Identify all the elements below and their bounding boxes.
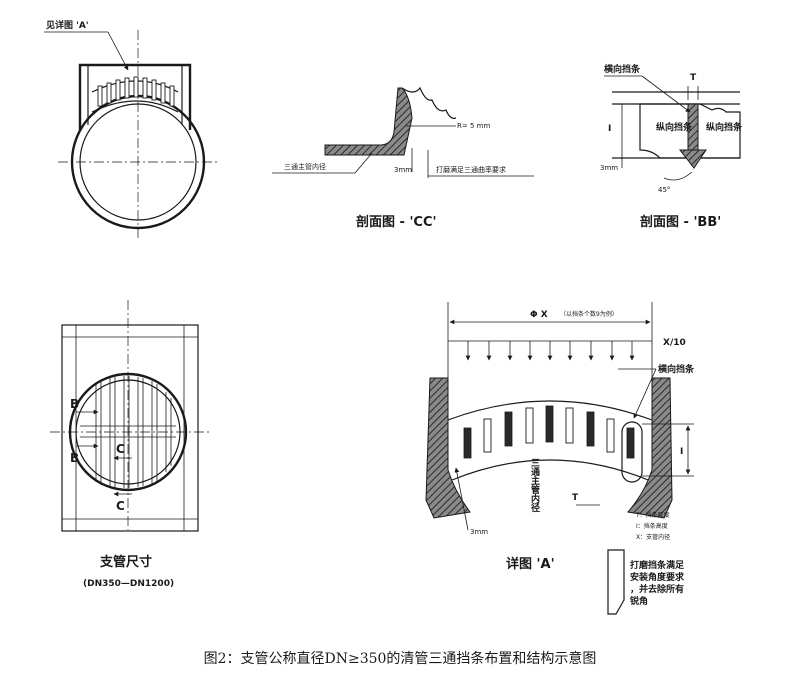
det-x10-label: X/10 bbox=[663, 338, 686, 348]
det-band-top bbox=[447, 400, 653, 421]
det-T-label: T bbox=[572, 493, 579, 503]
det-grind-2: 安装角度要求 bbox=[630, 571, 685, 583]
det-title: 详图 'A' bbox=[506, 556, 555, 572]
figure-caption: 图2：支管公称直径DN≥350的清管三通挡条布置和结构示意图 bbox=[203, 651, 597, 667]
branch-outer-wall bbox=[78, 63, 192, 130]
plan-B1-label: B bbox=[70, 397, 79, 411]
bb-T-label: T bbox=[690, 73, 697, 83]
det-3mm-leader bbox=[454, 467, 469, 531]
det-grind-3: ，并去除所有 bbox=[630, 583, 684, 595]
bb-outline bbox=[639, 103, 741, 159]
plan-range-label: (DN350—DN1200) bbox=[83, 579, 174, 589]
cc-3mm-label: 3mm bbox=[394, 166, 412, 174]
tee-elevation-view: 见详图 'A' bbox=[44, 19, 218, 240]
det-transverse-leader bbox=[633, 368, 657, 419]
cc-main-inner-leader-2 bbox=[354, 152, 373, 174]
plan-C1-label: C bbox=[116, 442, 125, 456]
det-left-wall bbox=[425, 377, 471, 519]
cc-title: 剖面图 - 'CC' bbox=[356, 214, 437, 230]
bb-long-right-label: 纵向挡条 bbox=[706, 121, 743, 133]
bb-transverse-label: 横向挡条 bbox=[604, 63, 641, 75]
cc-wall-hatch bbox=[324, 87, 413, 156]
bb-I-label: I bbox=[608, 124, 611, 134]
bb-weld-chamfer bbox=[678, 149, 707, 169]
bb-title: 剖面图 - 'BB' bbox=[640, 214, 721, 230]
bb-transverse-leader bbox=[641, 75, 691, 113]
bb-long-left-label: 纵向挡条 bbox=[656, 121, 693, 133]
det-x10-ticks bbox=[465, 341, 635, 361]
cc-grind-label: 打磨满足三通曲率要求 bbox=[436, 165, 506, 174]
det-3mm-label: 3mm bbox=[470, 528, 488, 536]
det-phix-label: Φ X bbox=[530, 310, 548, 320]
det-grind-1: 打磨挡条满足 bbox=[630, 559, 685, 571]
branch-plan-view: B B C C 支管尺寸 (DN350—DN1200) bbox=[50, 300, 210, 589]
det-grind-4: 锐角 bbox=[630, 595, 648, 607]
cc-radius-label: R= 5 mm bbox=[457, 122, 490, 130]
det-phix-note: （以挡条个数9为例） bbox=[560, 310, 618, 318]
legend-I: I：挡条高度 bbox=[636, 522, 668, 530]
detail-a-view: Φ X （以挡条个数9为例） X/10 bbox=[425, 302, 695, 615]
detail-ref-leader bbox=[107, 31, 129, 71]
barrier-bottom-curve bbox=[91, 100, 179, 113]
branch-inner-wall bbox=[87, 65, 183, 125]
plan-B2-label: B bbox=[70, 451, 79, 465]
legend-T: T：挡条厚度 bbox=[635, 511, 670, 519]
barrier-bars bbox=[97, 76, 175, 107]
bb-3mm-label: 3mm bbox=[600, 164, 618, 172]
section-bb-view: T I 3mm 横向挡条 纵向挡条 纵向挡条 45° 剖面图 - 'BB' bbox=[600, 63, 743, 230]
section-cc-view: R= 5 mm 打磨满足三通曲率要求 3mm 三通主管内径 剖面图 - 'CC' bbox=[272, 86, 534, 230]
det-transverse-highlight bbox=[621, 421, 643, 483]
cc-main-inner-label: 三通主管内径 bbox=[284, 162, 326, 171]
plan-title: 支管尺寸 bbox=[99, 554, 152, 570]
legend-X: X：支管内径 bbox=[636, 533, 670, 541]
det-main-inner-label: 三通主管内径 bbox=[529, 458, 540, 513]
det-bar-detail bbox=[607, 549, 625, 615]
bb-angle-label: 45° bbox=[658, 186, 670, 194]
plan-C2-label: C bbox=[116, 499, 125, 513]
det-band-bottom bbox=[451, 459, 649, 481]
det-right-wall bbox=[627, 377, 673, 519]
cc-break-line bbox=[401, 86, 457, 119]
plan-frame bbox=[61, 324, 199, 532]
det-barrier-bars bbox=[463, 405, 635, 459]
detail-ref-label: 见详图 'A' bbox=[46, 19, 89, 31]
bb-angle-arc bbox=[663, 171, 693, 181]
det-I-label: I bbox=[680, 447, 683, 457]
det-transverse-label: 横向挡条 bbox=[658, 363, 695, 375]
